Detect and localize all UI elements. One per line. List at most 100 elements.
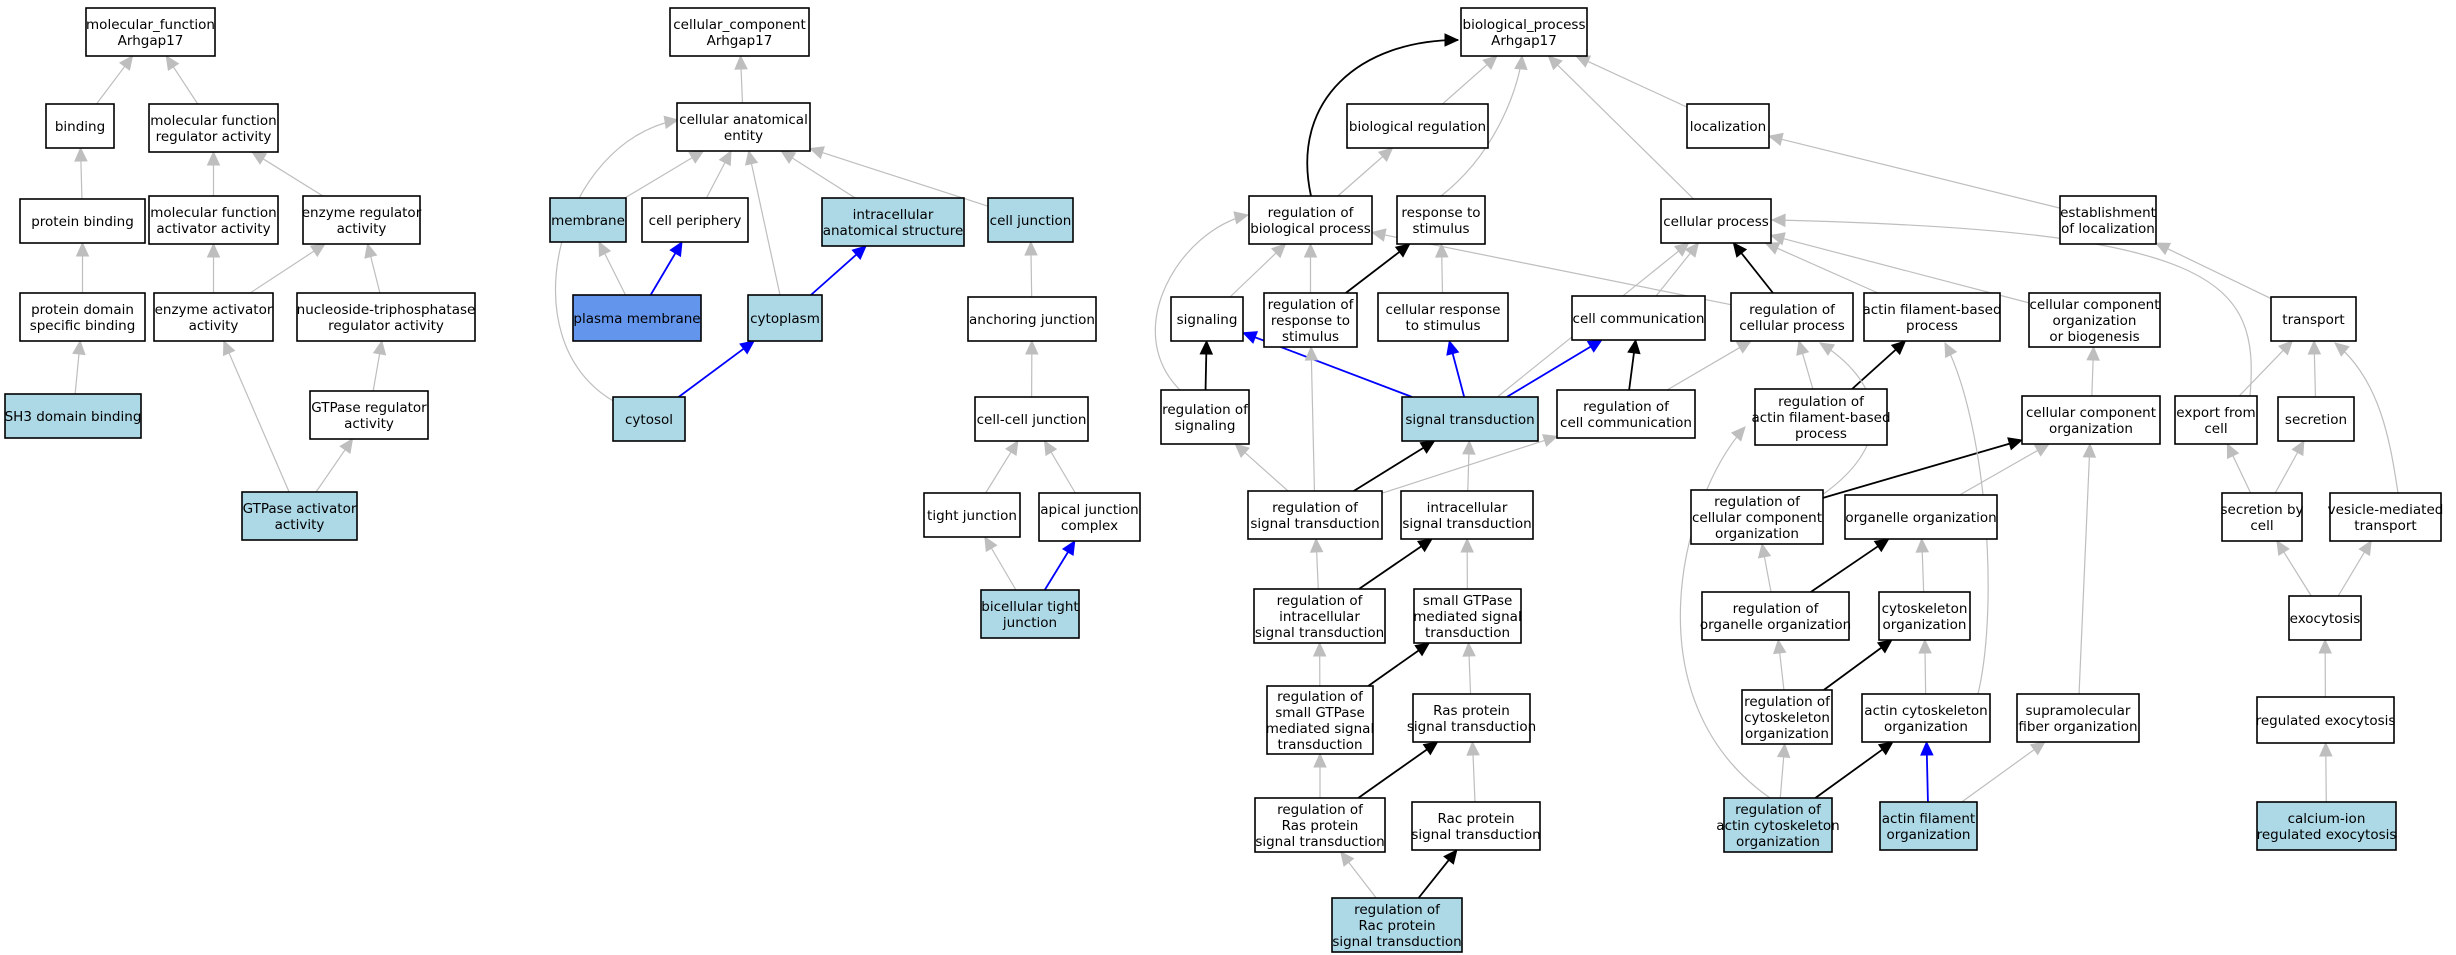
edge-exocytosis-to-secretion_cell (2276, 539, 2312, 597)
node-box (241, 491, 358, 541)
edge-arrowhead (1944, 341, 1958, 359)
edge-line (2334, 342, 2399, 494)
edge-arrowhead (1586, 339, 1603, 353)
edge-arrowhead (1414, 642, 1431, 657)
edge-arrowhead (1462, 439, 1476, 455)
edge-arrowhead (1466, 740, 1480, 756)
node-label-line: signal transduction (1250, 516, 1379, 532)
node-box (1660, 198, 1772, 244)
node-cell-junction: cell junction (987, 197, 1074, 243)
edge-arrowhead (598, 240, 612, 258)
edge-line (989, 546, 1017, 591)
node-box (1346, 103, 1489, 149)
edge-protein_binding-to-binding (74, 146, 88, 200)
edge-gtpase_act-to-enz_act (223, 339, 290, 493)
node-box (980, 589, 1080, 639)
edge-line (2337, 550, 2366, 597)
node-label-line: Arhgap17 (118, 33, 184, 49)
node-box (148, 195, 279, 245)
edge-arrowhead (1876, 639, 1893, 654)
node-label-line: secretion (2285, 412, 2347, 428)
edge-reg_bio-to-bio_reg (1337, 147, 1394, 197)
edge-line (1306, 39, 1459, 197)
node-label-line: cellular anatomical (679, 112, 808, 128)
node-label-line: cellular_component (673, 17, 805, 33)
edge-arrowhead (1776, 742, 1791, 759)
edge-arrowhead (1241, 331, 1259, 344)
edge-reg_cytoskel-to-cytoskel_org (1823, 639, 1893, 691)
node-label-line: anatomical structure (823, 223, 964, 239)
edge-line (1417, 858, 1451, 899)
edge-actin_fil_org-to-actin_cytoskel (1920, 740, 1934, 803)
edge-line (1442, 62, 1489, 105)
node-box (1401, 396, 1539, 442)
edge-arrowhead (1818, 342, 1836, 356)
node-label-line: cell periphery (649, 213, 742, 229)
node-cell-comm: cell communication (1571, 295, 1706, 341)
node-label-line: organization (1884, 719, 1968, 735)
edge-arrowhead (372, 339, 387, 356)
node-label-line: GTPase activator (243, 501, 357, 517)
edge-intra_sig-to-sig_trans (1462, 439, 1476, 492)
edge-mf_reg-to-mf_root (165, 55, 199, 105)
node-label-line: signal transduction (1332, 934, 1461, 950)
node-label-line: cell junction (990, 213, 1072, 229)
node-label-line: to stimulus (1406, 318, 1481, 334)
edge-arrowhead (1773, 638, 1787, 655)
edge-line (1154, 214, 1249, 391)
edge-gtpase_reg-to-ntp_reg (372, 339, 387, 392)
node-label-line: organelle organization (1845, 510, 1996, 526)
edge-intracell_struct-to-cae (780, 150, 856, 199)
node-label-line: cellular process (1739, 318, 1845, 334)
node-cell-periphery: cell periphery (641, 197, 749, 243)
node-box (612, 396, 686, 442)
edge-arrowhead (74, 146, 88, 162)
edge-arrowhead (1377, 147, 1394, 163)
node-box (2256, 696, 2395, 744)
edge-line (1739, 251, 1774, 294)
edge-reg_actin_fil_proc-to-reg_cell_proc (1796, 339, 1814, 390)
node-label-line: stimulus (1282, 329, 1339, 345)
edge-line (1585, 60, 1688, 108)
node-label-line: secretion by (2220, 502, 2303, 518)
edge-line (1030, 252, 1033, 298)
edge-cae-to-cc_root (734, 54, 748, 104)
edge-line (1229, 251, 1278, 298)
edge-line (261, 157, 324, 197)
node-box (1844, 494, 1998, 540)
edge-reg_intra_sig-to-intra_sig (1358, 538, 1433, 590)
edge-reg_intra_sig-to-reg_sig_trans (1309, 537, 1324, 590)
node-label-line: Ras protein (1433, 703, 1510, 719)
node-box (2174, 395, 2258, 445)
node-label-line: regulation of (1268, 205, 1355, 221)
edge-line (1814, 747, 1885, 799)
node-sig-trans: signal transduction (1401, 396, 1539, 442)
node-label-line: cytoskeleton (1882, 601, 1968, 617)
edge-arrowhead (118, 55, 134, 71)
node-label-line: SH3 domain binding (5, 409, 142, 425)
edge-arrowhead (1575, 55, 1592, 68)
node-box (153, 292, 274, 342)
node-label-line: Rac protein (1437, 811, 1514, 827)
edge-export-to-transport (2238, 340, 2294, 397)
edge-line (74, 351, 80, 395)
edge-reg_cell_comm-to-reg_cell_proc (1666, 340, 1752, 391)
node-label-line: signal transduction (1407, 719, 1536, 735)
edge-cytoplasm-to-intracell_struct (810, 245, 867, 296)
node-label-line: transduction (1277, 737, 1362, 753)
edge-cell_comm-to-cell_proc (1655, 242, 1700, 297)
node-box (1038, 492, 1141, 542)
edge-signaling-to-reg_bio (1229, 243, 1287, 298)
edge-line (1315, 549, 1319, 590)
node-label-line: Rac protein (1358, 918, 1435, 934)
edge-reg_ras-to-ras (1357, 741, 1439, 799)
edge-arrowhead (2086, 345, 2100, 361)
edge-arrowhead (984, 535, 998, 553)
node-label-line: actin filament (1882, 811, 1975, 827)
